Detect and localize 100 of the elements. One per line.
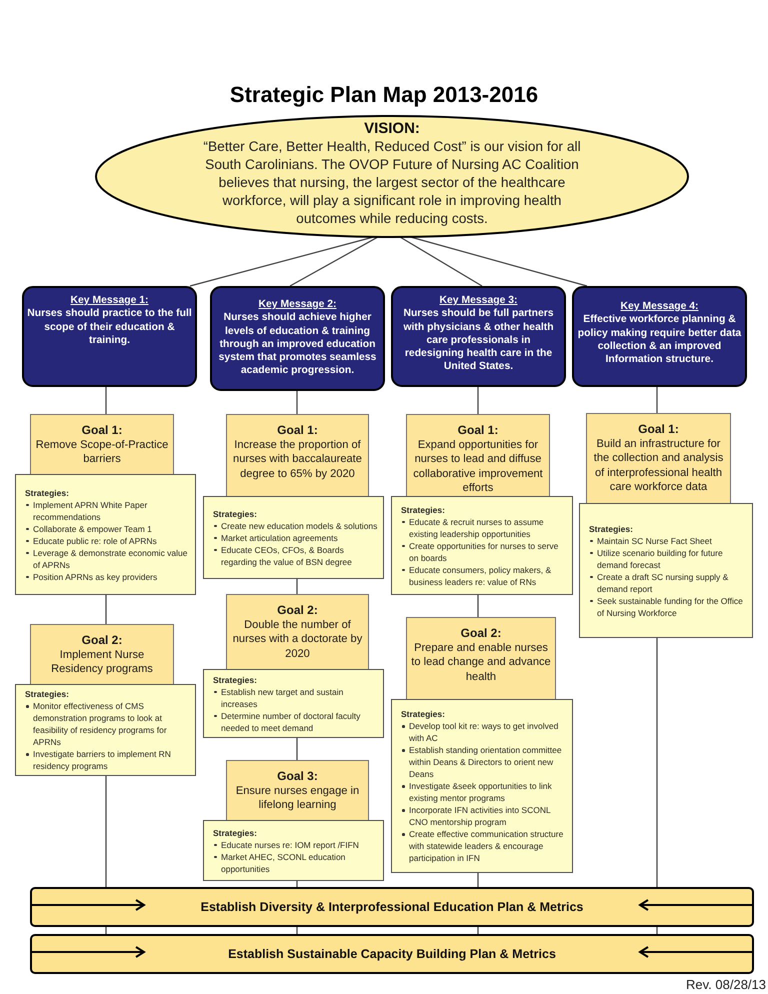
strategies-box bbox=[391, 699, 573, 873]
strategies-box bbox=[579, 503, 753, 638]
strategies-heading: Strategies: bbox=[213, 674, 257, 686]
goal-heading: Goal 1: bbox=[638, 422, 679, 437]
vision-heading: VISION: bbox=[364, 120, 420, 138]
strategy-item: Educate consumers, policy makers, & business leaders re: value of RNs bbox=[401, 564, 567, 588]
connector-line bbox=[410, 236, 588, 287]
key-message-heading: Key Message 4: bbox=[620, 300, 698, 314]
plan-band bbox=[30, 887, 754, 927]
connector-line bbox=[656, 638, 658, 887]
strategy-item: Develop tool kit re: ways to get involved with AC bbox=[401, 720, 567, 744]
goal-box bbox=[406, 617, 556, 701]
key-message-text: Nurses should practice to the full scope of their education & training. bbox=[27, 307, 192, 348]
strategies-heading: Strategies: bbox=[213, 508, 257, 520]
strategies-box bbox=[15, 684, 196, 776]
diagram-title: Strategic Plan Map 2013-2016 bbox=[230, 82, 538, 108]
strategy-item: Create opportunities for nurses to serve on boards bbox=[401, 540, 567, 564]
strategies-box bbox=[203, 669, 384, 738]
goal-box bbox=[226, 594, 369, 671]
connector-line bbox=[477, 387, 479, 414]
strategies-heading: Strategies: bbox=[401, 708, 445, 720]
strategy-item: Incorporate IFN activities into SCONL CNO mentorship program bbox=[401, 804, 567, 828]
strategies-heading: Strategies: bbox=[401, 504, 445, 516]
strategy-item: Collaborate & empower Team 1 bbox=[25, 522, 152, 534]
connector-line bbox=[477, 873, 479, 887]
revision-date: Rev. 08/28/13 bbox=[686, 977, 766, 993]
key-message-heading: Key Message 3: bbox=[440, 294, 518, 308]
strategy-item: Establish new target and sustain increases bbox=[213, 686, 378, 710]
strategy-item: Create effective communication structure with statewide leaders & encourage participation in IFN bbox=[401, 828, 567, 864]
goal-box bbox=[30, 624, 174, 686]
strategy-item: Position APRNs as key providers bbox=[25, 570, 158, 582]
plan-band bbox=[30, 934, 754, 974]
strategy-item: Establish standing orientation committee within Deans & Directors to orient new Deans bbox=[401, 744, 567, 780]
goal-text: Double the number of nurses with a doctorate by 2020 bbox=[232, 618, 364, 662]
band-text: Establish Sustainable Capacity Building Plan & Metrics bbox=[228, 947, 556, 961]
key-message-text: Effective workforce planning & policy making require better data collection & an improved Information structure. bbox=[577, 313, 742, 366]
goal-heading: Goal 2: bbox=[460, 626, 502, 641]
connector-line bbox=[290, 236, 378, 287]
strategy-item: Investigate &seek opportunities to link existing mentor programs bbox=[401, 780, 567, 804]
key-message-box bbox=[210, 286, 385, 391]
strategy-item: Investigate barriers to implement RN residency programs bbox=[25, 748, 190, 772]
goal-heading: Goal 3: bbox=[277, 769, 318, 784]
goal-box bbox=[30, 414, 174, 476]
goal-text: Prepare and enable nurses to lead change and advance health bbox=[410, 640, 552, 684]
strategy-item: Educate & recruit nurses to assume existing leadership opportunities bbox=[401, 516, 567, 540]
connector-line bbox=[105, 776, 107, 887]
key-message-heading: Key Message 2: bbox=[258, 298, 336, 312]
goal-heading: Goal 1: bbox=[82, 423, 122, 438]
strategy-item: Leverage & demonstrate economic value of APRNs bbox=[25, 546, 190, 570]
connector-line bbox=[296, 579, 298, 594]
goal-text: Build an infrastructure for the collection and analysis of interprofessional health care workforce data bbox=[592, 436, 724, 495]
goal-text: Increase the proportion of nurses with baccalaureate degree to 65% by 2020 bbox=[232, 438, 363, 482]
key-message-box bbox=[391, 286, 566, 387]
goal-box bbox=[406, 414, 550, 497]
strategy-item: Determine number of doctoral faculty needed to meet demand bbox=[213, 710, 378, 734]
goal-text: Implement Nurse Residency programs bbox=[50, 648, 154, 677]
strategies-box bbox=[203, 496, 384, 579]
connector-line bbox=[400, 236, 482, 287]
strategy-item: Monitor effectiveness of CMS demonstration programs to look at feasibility of residency programs for APRNs bbox=[25, 700, 190, 748]
strategies-box bbox=[15, 474, 196, 595]
strategies-heading: Strategies: bbox=[25, 688, 69, 700]
connector-line bbox=[296, 391, 298, 414]
connector-line bbox=[105, 387, 107, 414]
key-message-text: Nurses should be full partners with physicians & other health care professionals in redesigning health care in the United States. bbox=[402, 307, 555, 374]
strategies-box bbox=[203, 820, 384, 881]
strategies-heading: Strategies: bbox=[213, 826, 257, 838]
goal-text: Ensure nurses engage in lifelong learning bbox=[234, 784, 360, 813]
goal-box bbox=[226, 414, 369, 498]
strategies-heading: Strategies: bbox=[25, 486, 69, 498]
key-message-text: Nurses should achieve higher levels of education & training through an improved education system that promotes seamless academic progression. bbox=[218, 311, 378, 378]
strategies-box bbox=[391, 496, 573, 595]
strategies-heading: Strategies: bbox=[589, 522, 633, 534]
key-message-heading: Key Message 1: bbox=[70, 294, 148, 308]
connector-line bbox=[296, 738, 298, 760]
band-text: Establish Diversity & Interprofessional Education Plan & Metrics bbox=[200, 900, 584, 914]
connector-line bbox=[105, 595, 107, 624]
strategy-item: Utilize scenario building for future demand forecast bbox=[589, 546, 747, 570]
goal-heading: Goal 2: bbox=[277, 603, 318, 618]
strategy-item: Educate nurses re: IOM report /FIFN bbox=[213, 838, 359, 850]
strategy-item: Educate CEOs, CFOs, & Boards regarding the value of BSN degree bbox=[213, 544, 378, 568]
strategy-item: Educate public re: role of APRNs bbox=[25, 534, 157, 546]
goal-text: Expand opportunities for nurses to lead and diffuse collaborative improvement efforts bbox=[412, 438, 544, 496]
goal-box bbox=[226, 760, 369, 822]
strategy-item: Market articulation agreements bbox=[213, 532, 338, 544]
strategy-item: Create new education models & solutions bbox=[213, 520, 378, 532]
key-message-box bbox=[22, 286, 197, 387]
goal-text: Remove Scope-of-Practice barriers bbox=[34, 438, 170, 467]
connector-line bbox=[656, 387, 658, 413]
strategy-item: Seek sustainable funding for the Office of Nursing Workforce bbox=[589, 594, 747, 618]
strategy-item: Implement APRN White Paper recommendations bbox=[25, 498, 190, 522]
goal-heading: Goal 1: bbox=[458, 423, 498, 438]
connector-line bbox=[477, 595, 479, 617]
strategy-item: Maintain SC Nurse Fact Sheet bbox=[589, 534, 712, 546]
goal-heading: Goal 1: bbox=[277, 423, 318, 438]
strategy-item: Market AHEC, SCONL education opportunities bbox=[213, 850, 378, 874]
strategy-item: Create a draft SC nursing supply & demand report bbox=[589, 570, 747, 594]
goal-heading: Goal 2: bbox=[82, 633, 122, 648]
goal-box bbox=[586, 413, 731, 504]
vision-statement: “Better Care, Better Health, Reduced Cost” is our vision for all South Carolinians. The OVOP Future of Nursing AC Coalition believes that nursing, the largest sector of the healthcare workforce, will play a significant role in improving health outcomes while reducing costs. bbox=[202, 138, 582, 228]
key-message-box bbox=[572, 286, 747, 387]
